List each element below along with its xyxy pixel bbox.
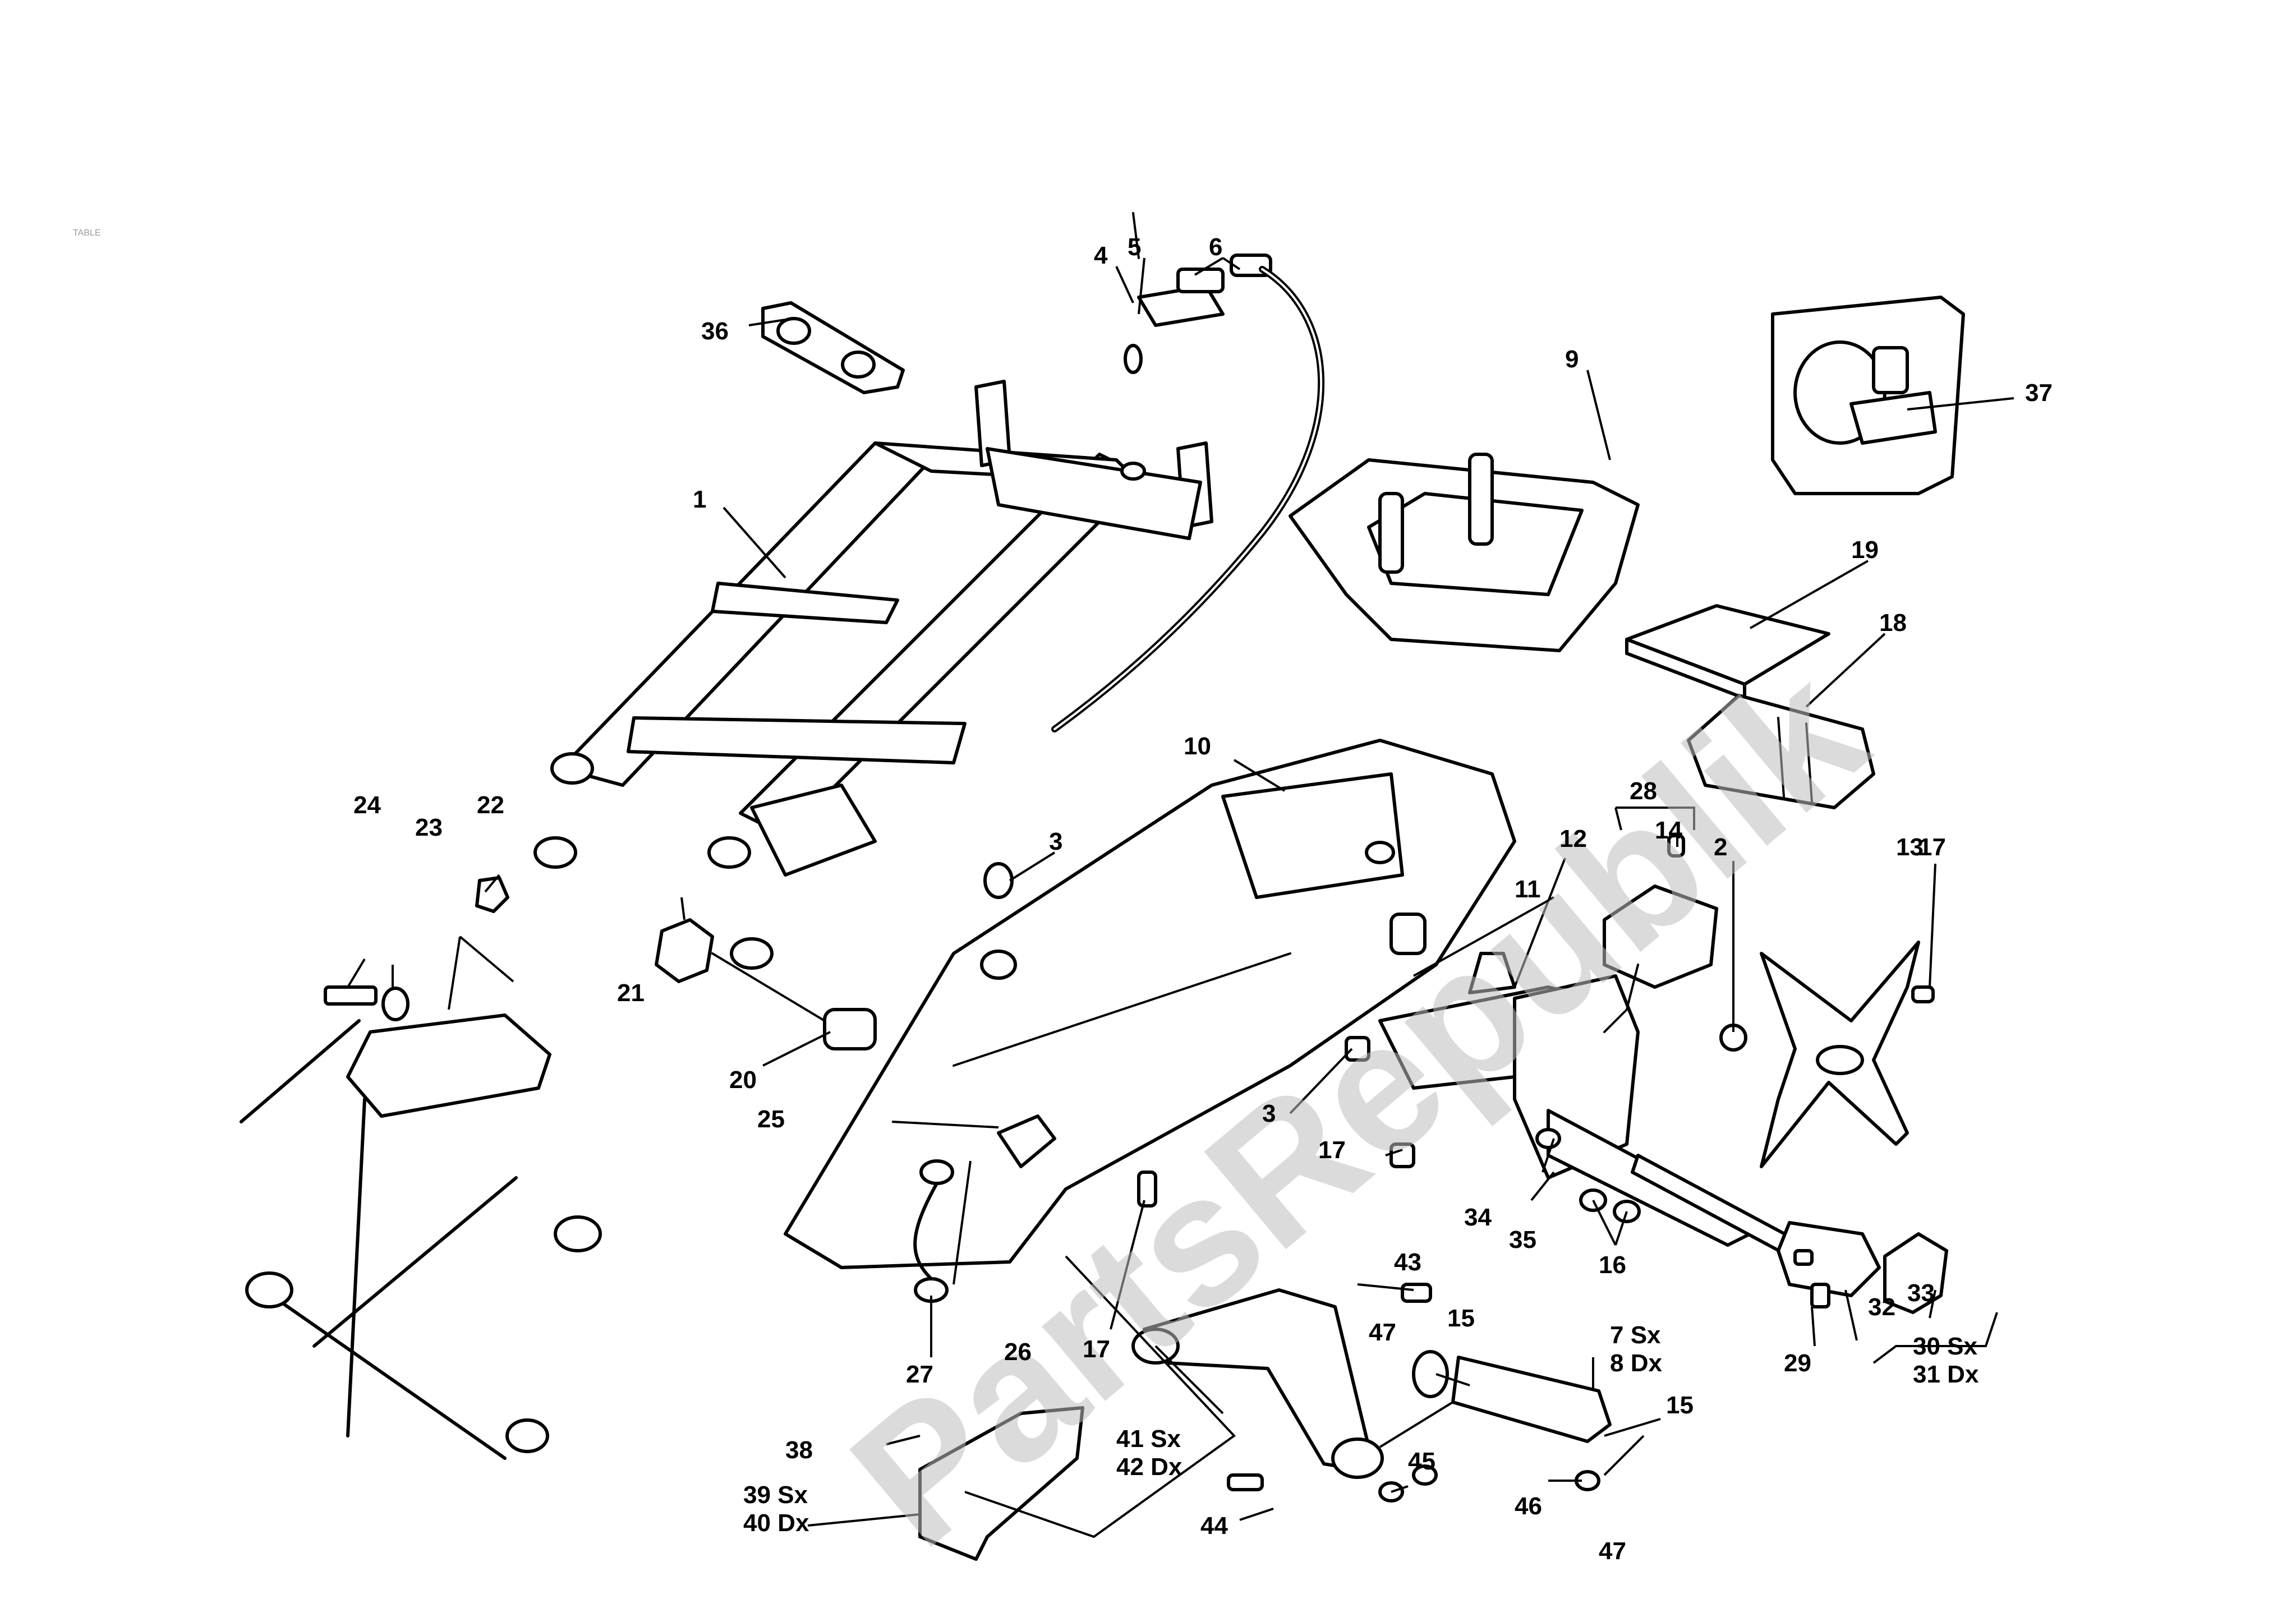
part-spacers xyxy=(655,918,877,1050)
part-bolt-washer-nut xyxy=(324,876,509,1021)
part-plate-bracket xyxy=(1378,952,1752,1247)
callout-34: 34 xyxy=(1464,1204,1492,1231)
callout-2: 2 xyxy=(1714,833,1727,861)
callout-16: 16 xyxy=(1599,1251,1626,1279)
callout-13: 13 xyxy=(1896,833,1924,861)
callout-30-sx: 30 Sx xyxy=(1913,1333,1978,1360)
callout-44: 44 xyxy=(1200,1512,1228,1540)
part-reflector xyxy=(1760,941,1920,1168)
callout-38: 38 xyxy=(785,1436,813,1464)
callout-3-lower: 3 xyxy=(1262,1100,1276,1127)
callout-28: 28 xyxy=(1630,777,1657,805)
callout-14: 14 xyxy=(1655,817,1682,844)
callout-15-upper: 15 xyxy=(1447,1305,1475,1332)
callout-labels: 1 2 3 3 4 5 6 9 10 11 12 13 14 15 15 16 … xyxy=(353,233,2053,1565)
callout-17-right: 17 xyxy=(1918,833,1946,861)
callout-33: 33 xyxy=(1907,1279,1935,1307)
part-relay xyxy=(1603,884,1718,1033)
callout-7-sx: 7 Sx xyxy=(1610,1321,1661,1349)
part-tool-kit xyxy=(1687,694,1875,809)
callout-5: 5 xyxy=(1128,233,1141,261)
callout-1: 1 xyxy=(693,486,706,513)
callout-32: 32 xyxy=(1868,1293,1895,1321)
callout-40-dx: 40 Dx xyxy=(743,1509,809,1537)
callout-25: 25 xyxy=(757,1105,785,1133)
callout-39-sx: 39 Sx xyxy=(743,1481,808,1509)
callout-24: 24 xyxy=(353,791,381,819)
callout-18: 18 xyxy=(1879,609,1907,637)
part-ground-cable xyxy=(913,1114,1056,1303)
callout-27: 27 xyxy=(906,1361,933,1388)
callout-36: 36 xyxy=(701,317,729,345)
part-footpeg-bracket xyxy=(1131,1288,1384,1479)
callout-19: 19 xyxy=(1851,536,1879,564)
callout-9: 9 xyxy=(1565,345,1579,373)
part-cable-clip xyxy=(761,301,905,394)
callout-46: 46 xyxy=(1515,1492,1542,1520)
part-turn-signal xyxy=(1631,1154,1948,1314)
callout-47-lower: 47 xyxy=(1599,1537,1626,1565)
callout-11: 11 xyxy=(1515,875,1541,903)
callout-47-upper: 47 xyxy=(1369,1319,1396,1346)
callout-21: 21 xyxy=(617,979,645,1007)
callout-15-lower: 15 xyxy=(1666,1391,1694,1419)
part-footpeg xyxy=(1412,1350,1612,1443)
callout-6: 6 xyxy=(1209,233,1222,261)
callout-31-dx: 31 Dx xyxy=(1913,1361,1979,1388)
callout-45: 45 xyxy=(1408,1448,1435,1475)
callout-37: 37 xyxy=(2025,379,2053,407)
callout-17-left: 17 xyxy=(1083,1335,1110,1363)
callout-43: 43 xyxy=(1394,1248,1421,1276)
callout-35: 35 xyxy=(1509,1226,1536,1254)
callout-29: 29 xyxy=(1784,1349,1811,1377)
callout-10: 10 xyxy=(1184,732,1211,760)
part-battery-tray xyxy=(1289,453,1640,652)
part-cable-bracket xyxy=(1051,212,1325,732)
callout-41-sx: 41 Sx xyxy=(1116,1425,1181,1453)
callout-12: 12 xyxy=(1559,825,1587,853)
callout-26: 26 xyxy=(1004,1338,1032,1366)
part-inset-detail xyxy=(1771,296,1965,495)
callout-17-mid: 17 xyxy=(1318,1136,1346,1164)
callout-20: 20 xyxy=(729,1066,757,1094)
leader-lines xyxy=(347,257,2014,1538)
callout-23: 23 xyxy=(415,814,443,841)
corner-stamp: TABLE xyxy=(73,228,101,238)
callout-8-dx: 8 Dx xyxy=(1610,1349,1662,1377)
part-main-frame xyxy=(240,1013,602,1460)
part-heel-guard xyxy=(918,1406,1084,1561)
part-undertray xyxy=(784,739,1516,1269)
callout-22: 22 xyxy=(477,791,504,819)
part-manual xyxy=(1625,604,1830,700)
callout-3-upper: 3 xyxy=(1049,828,1062,855)
callout-4: 4 xyxy=(1094,242,1108,269)
callout-42-dx: 42 Dx xyxy=(1116,1453,1182,1481)
